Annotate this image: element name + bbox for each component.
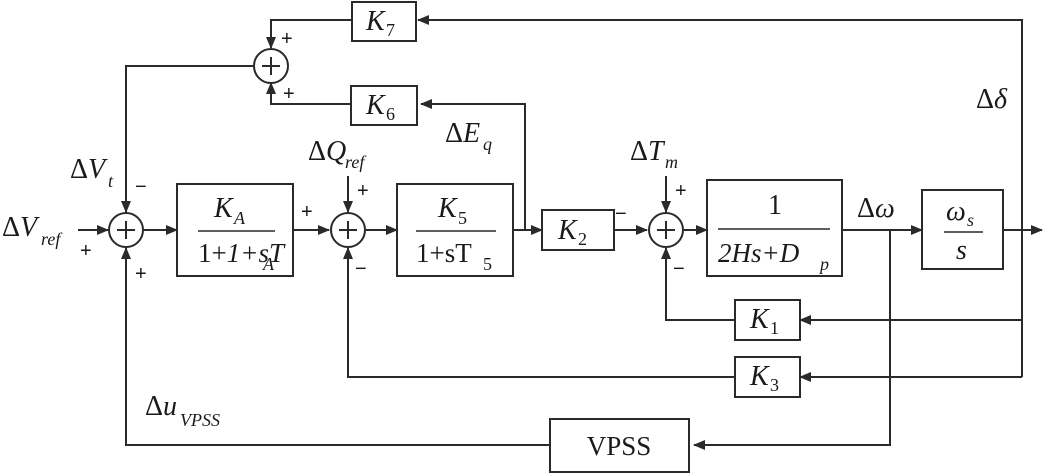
block-integ-den: s — [956, 235, 967, 266]
block-ka-num: K — [213, 193, 234, 224]
block-gen-den: 2Hs+D — [718, 238, 800, 268]
sum-junction-top — [253, 48, 289, 84]
sign-k7-plus: + — [281, 28, 293, 50]
wire-eq-k6 — [420, 99, 526, 230]
block-integ-num-sub: s — [967, 210, 974, 230]
label-tm-main: ΔT — [630, 136, 666, 167]
block-k1-name: K — [749, 304, 770, 335]
sign-ka-plus: + — [301, 201, 313, 223]
wire-vt — [121, 65, 253, 213]
sign-tm-plus: + — [675, 180, 687, 202]
block-ka-den-sub: A — [262, 254, 275, 274]
block-k6-sub: 6 — [386, 104, 395, 124]
label-vt-main: ΔV — [70, 154, 108, 185]
wire-k1-s3 — [661, 247, 735, 321]
label-tm-sub: m — [665, 152, 678, 172]
block-k1: K 1 — [734, 299, 801, 341]
label-vref: ΔV ref — [2, 212, 63, 249]
label-uvpss: Δu VPSS — [145, 391, 220, 430]
block-ka: K A 1+1+sT A — [176, 183, 294, 277]
sign-vpss-plus: + — [135, 263, 147, 285]
label-eq-sub: q — [483, 134, 492, 154]
block-k3-sub: 3 — [770, 375, 779, 395]
label-vt: ΔV t — [70, 154, 114, 191]
wire-omega-vpss — [693, 230, 891, 450]
block-vpss-label: VPSS — [587, 431, 652, 461]
sign-qref-plus: + — [357, 180, 369, 202]
wire-k7-s0 — [266, 19, 352, 49]
label-eq: ΔE q — [445, 118, 492, 154]
block-vpss: VPSS — [549, 418, 690, 473]
block-k3: K 3 — [734, 356, 801, 398]
wire-k3-s2 — [343, 247, 735, 378]
block-k7-name: K — [365, 6, 386, 37]
block-ka-num-sub: A — [233, 208, 246, 228]
block-gen-num: 1 — [768, 190, 782, 221]
block-k5-den-sub: 5 — [483, 254, 492, 274]
sign-k3-minus: − — [355, 258, 367, 280]
label-vref-main: ΔV — [2, 212, 40, 243]
signal-wires — [78, 15, 1043, 450]
label-delta: Δδ — [976, 84, 1008, 115]
block-k5-den: 1+sT — [416, 238, 472, 268]
label-qref-main: ΔQ — [308, 136, 346, 167]
label-u-main: Δu — [145, 391, 177, 422]
block-k3-name: K — [749, 361, 770, 392]
label-vref-sub: ref — [41, 229, 63, 249]
label-u-sub: VPSS — [180, 410, 220, 430]
block-k6-name: K — [365, 90, 386, 121]
block-k2-name: K — [557, 215, 578, 246]
sign-vref-plus: + — [80, 240, 92, 262]
label-omega: Δω — [857, 193, 895, 224]
block-ka-den: 1+1+sT — [198, 238, 286, 268]
label-qref-sub: ref — [345, 152, 367, 172]
block-k6: K 6 — [350, 85, 418, 126]
block-k5-num: K — [437, 193, 458, 224]
block-k7: K 7 — [351, 1, 417, 42]
label-qref: ΔQ ref — [308, 136, 367, 172]
block-k5-num-sub: 5 — [458, 208, 467, 228]
block-generator: 1 2Hs+D p — [706, 179, 843, 277]
block-integrator: ω s s — [921, 189, 1004, 270]
sign-vt-minus: − — [135, 176, 147, 198]
block-integ-num: ω — [946, 196, 966, 227]
label-omega-main: Δω — [857, 193, 895, 224]
wire-vpss-s1 — [121, 247, 550, 446]
sum-junction-torque — [648, 212, 684, 248]
label-eq-main: ΔE — [445, 118, 480, 149]
sign-k6-plus: + — [283, 83, 295, 105]
block-k5: K 5 1+sT 5 — [396, 183, 514, 277]
wire-delta-k7 — [417, 15, 1023, 230]
label-delta-main: Δδ — [976, 84, 1008, 115]
sign-marks: + + − + + + + − − + − — [80, 28, 687, 285]
wire-k6-s0 — [266, 82, 351, 105]
block-k1-sub: 1 — [770, 318, 779, 338]
sum-junction-voltage — [108, 212, 144, 248]
block-k2: K 2 — [541, 209, 615, 251]
block-k7-sub: 7 — [386, 20, 395, 40]
sum-junction-reactive — [330, 212, 366, 248]
sign-k2-minus: − — [615, 203, 627, 225]
block-k2-sub: 2 — [578, 229, 587, 249]
label-tm: ΔT m — [630, 136, 678, 172]
label-vt-sub: t — [108, 171, 114, 191]
block-gen-den-sub: p — [818, 254, 829, 274]
sign-k1-minus: − — [673, 258, 685, 280]
